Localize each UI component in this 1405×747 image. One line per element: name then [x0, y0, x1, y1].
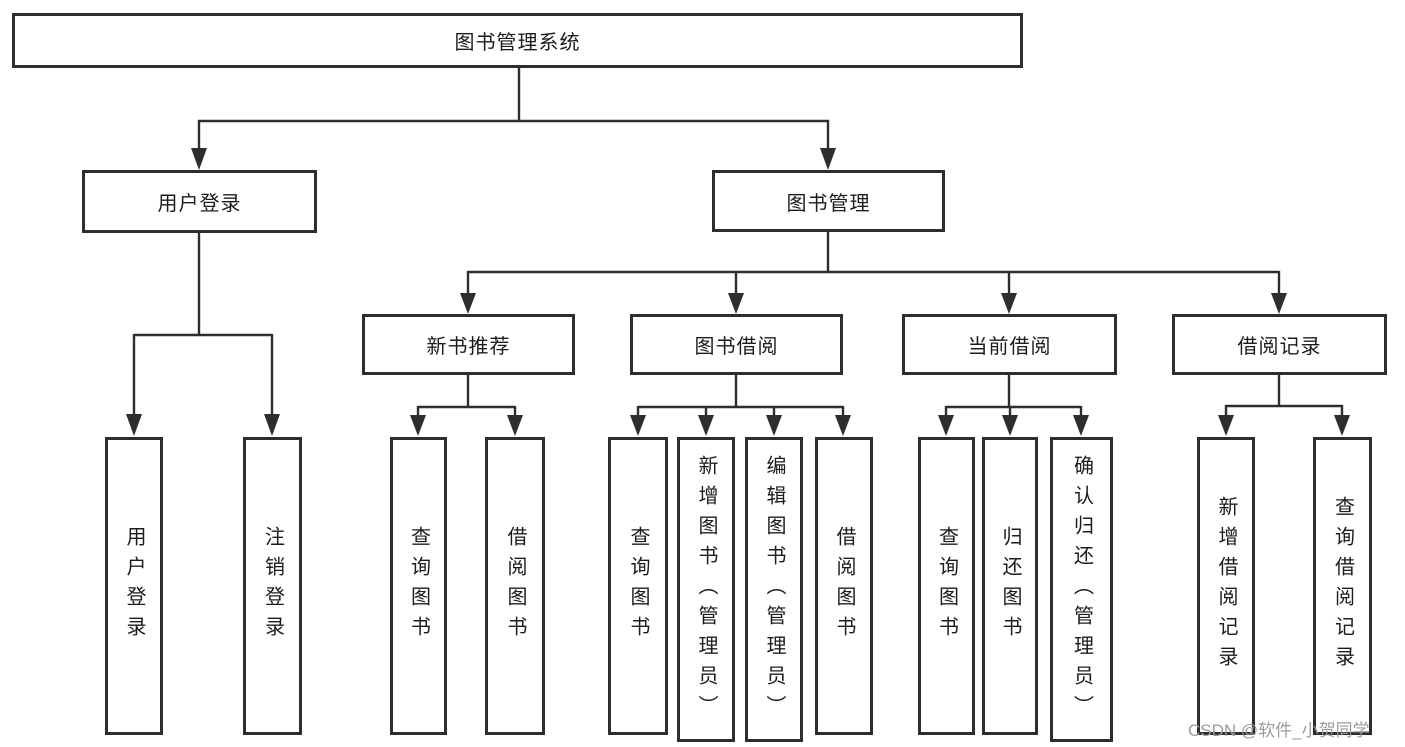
arrowhead — [1334, 415, 1350, 436]
arrowhead — [728, 293, 744, 314]
leaf-user-login-label: 用户登录 — [123, 526, 145, 646]
arrowhead — [938, 415, 954, 436]
leaf-bb-add-books-admin: 新增图书（管理员） — [677, 437, 735, 742]
arrowhead — [1073, 415, 1089, 436]
node-user-login-label: 用户登录 — [157, 193, 242, 215]
leaf-br-query-record: 查询借阅记录 — [1313, 437, 1372, 735]
arrowhead — [835, 415, 851, 436]
leaf-nb-borrow-books: 借阅图书 — [485, 437, 545, 735]
node-borrow-record-label: 借阅记录 — [1237, 336, 1322, 358]
arrowhead — [1002, 415, 1018, 436]
leaf-br-query-record-label: 查询借阅记录 — [1331, 496, 1354, 676]
node-current-borrow: 当前借阅 — [902, 314, 1117, 375]
leaf-logout: 注销登录 — [243, 437, 302, 735]
leaf-nb-query-books: 查询图书 — [390, 437, 447, 735]
node-current-borrow-label: 当前借阅 — [967, 336, 1052, 358]
node-book-management: 图书管理 — [712, 170, 945, 232]
arrowhead — [264, 414, 280, 436]
arrowhead — [1001, 293, 1017, 314]
arrowhead — [766, 415, 782, 436]
leaf-user-login: 用户登录 — [105, 437, 163, 735]
arrowhead — [410, 415, 426, 436]
arrowhead — [191, 148, 207, 170]
leaf-cb-confirm-return-admin: 确认归还（管理员） — [1050, 437, 1113, 742]
arrowhead — [460, 293, 476, 314]
arrowhead — [1271, 293, 1287, 314]
leaf-bb-add-books-admin-label: 新增图书（管理员） — [695, 454, 717, 725]
leaf-bb-edit-books-admin-label: 编辑图书（管理员） — [763, 454, 785, 725]
node-user-login: 用户登录 — [82, 170, 317, 233]
leaf-bb-query-books: 查询图书 — [608, 437, 668, 735]
node-new-book-recommend: 新书推荐 — [362, 314, 575, 375]
node-root-label: 图书管理系统 — [454, 32, 581, 54]
leaf-br-add-record-label: 新增借阅记录 — [1215, 496, 1237, 676]
leaf-bb-edit-books-admin: 编辑图书（管理员） — [745, 437, 803, 742]
arrowhead — [1218, 415, 1234, 436]
leaf-bb-borrow-books-label: 借阅图书 — [833, 526, 855, 646]
arrowhead — [126, 414, 142, 436]
leaf-cb-return-books-label: 归还图书 — [999, 526, 1021, 646]
node-root: 图书管理系统 — [12, 13, 1023, 68]
leaf-cb-confirm-return-admin-label: 确认归还（管理员） — [1070, 454, 1093, 725]
node-new-book-recommend-label: 新书推荐 — [426, 336, 511, 358]
node-book-management-label: 图书管理 — [786, 192, 871, 215]
node-book-borrow: 图书借阅 — [630, 314, 843, 375]
arrowhead — [698, 415, 714, 436]
arrowhead — [507, 415, 523, 436]
arrowheads — [126, 148, 1350, 436]
leaf-nb-borrow-books-label: 借阅图书 — [504, 526, 526, 646]
arrowhead — [630, 415, 646, 436]
leaf-logout-label: 注销登录 — [261, 526, 284, 646]
leaf-cb-query-books-label: 查询图书 — [935, 526, 958, 646]
arrowhead — [820, 148, 836, 170]
node-book-borrow-label: 图书借阅 — [694, 336, 779, 358]
leaf-nb-query-books-label: 查询图书 — [407, 526, 430, 646]
leaf-cb-return-books: 归还图书 — [982, 437, 1038, 735]
node-borrow-record: 借阅记录 — [1172, 314, 1387, 375]
leaf-bb-borrow-books: 借阅图书 — [815, 437, 873, 735]
csdn-watermark: CSDN @软件_小贺同学 — [1188, 721, 1370, 740]
leaf-cb-query-books: 查询图书 — [918, 437, 975, 735]
leaf-br-add-record: 新增借阅记录 — [1197, 437, 1255, 735]
leaf-bb-query-books-label: 查询图书 — [627, 526, 649, 646]
